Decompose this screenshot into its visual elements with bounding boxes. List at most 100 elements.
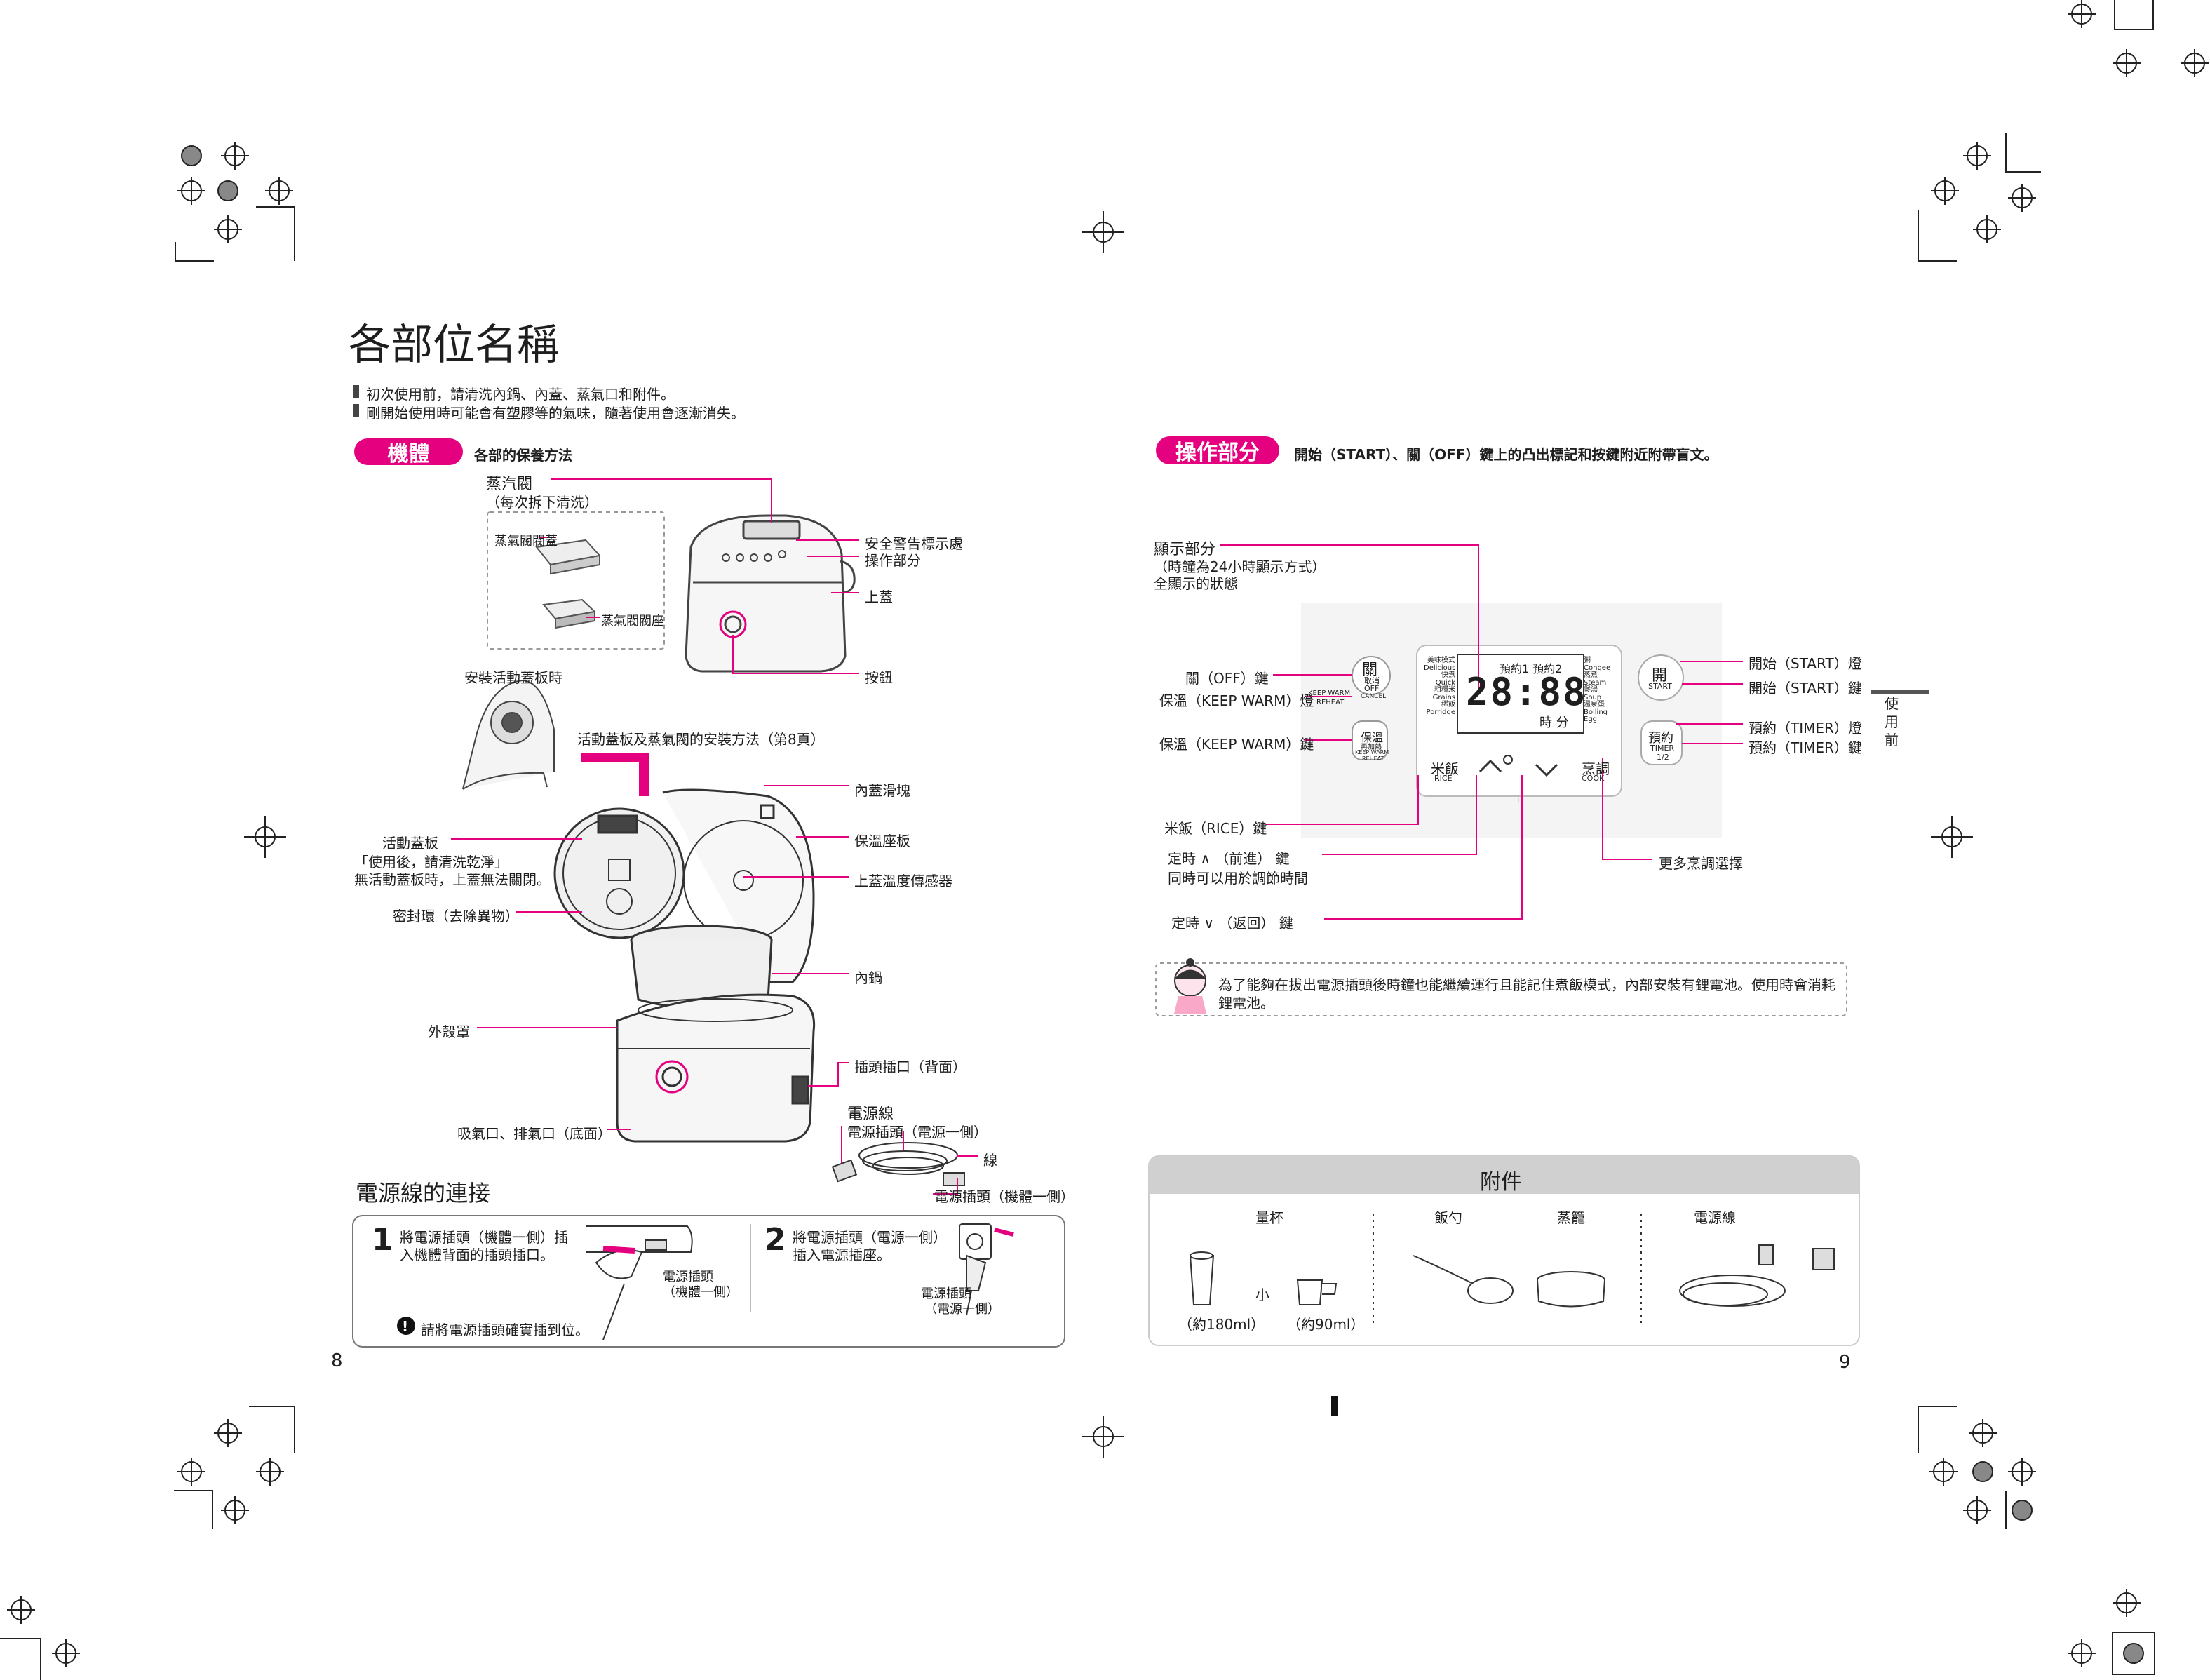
display-note1: （時鐘為24小時顯示方式） xyxy=(1154,558,1326,575)
warning-icon: ! xyxy=(402,1318,409,1335)
ops-subtitle: 開始（START）、關（OFF）鍵上的凸出標記和按鍵附近附帶盲文。 xyxy=(1294,446,1718,463)
crosshair-icon xyxy=(1973,215,2001,243)
power-cord-icon xyxy=(831,1142,965,1186)
step1-number: 1 xyxy=(372,1222,393,1258)
battery-note-1: 為了能夠在拔出電源插頭後時鐘也能繼續運行且能記住煮飯模式，內部安裝有鋰電池。使用… xyxy=(1218,976,1835,993)
panel-cook-button[interactable]: 烹調 xyxy=(1582,760,1610,777)
page-title: 各部位名稱 xyxy=(349,321,559,370)
panel-keepwarm-text: KEEP WARM xyxy=(1308,690,1351,697)
panel-off-button[interactable]: 關 xyxy=(1362,661,1378,679)
measuring-cup-icon xyxy=(1189,1255,1215,1305)
panel-warm-sub2: KEEP WARM xyxy=(1355,749,1389,755)
crosshair-icon xyxy=(2181,49,2209,77)
connection-title: 電源線的連接 xyxy=(356,1180,491,1207)
small-cup-icon xyxy=(1296,1279,1323,1305)
accessory-cup-big: （約180ml） xyxy=(1178,1316,1265,1333)
panel-warm-button[interactable]: 保溫 xyxy=(1361,731,1384,744)
crosshair-icon xyxy=(256,1458,284,1486)
panel-off-sub1: 取消 xyxy=(1364,676,1380,685)
crosshair-icon xyxy=(1963,142,1991,170)
step2-text2: 插入電源插座。 xyxy=(793,1246,891,1263)
panel-timer-button[interactable]: 預約 xyxy=(1648,731,1673,746)
label-movable-plate: 活動蓋板 xyxy=(382,835,438,852)
step1-text2: 入機體背面的插頭插口。 xyxy=(400,1246,554,1263)
label-top-lid: 上蓋 xyxy=(865,589,893,605)
accessory-rice-paddle: 飯勺 xyxy=(1434,1209,1462,1226)
label-off-key: 關（OFF）鍵 xyxy=(1185,670,1269,687)
label-inner-pot: 內鍋 xyxy=(854,969,882,986)
crosshair-icon xyxy=(1931,177,1959,205)
panel-warm-sub: 再加熱 xyxy=(1361,744,1382,751)
crosshair-icon xyxy=(1969,1419,1997,1447)
label-button: 按鈕 xyxy=(865,669,893,686)
crosshair-icon xyxy=(265,177,293,205)
label-movable-plate-note1: 「使用後，請清洗乾淨」 xyxy=(354,854,508,871)
accessory-small-label: 小 xyxy=(1255,1286,1269,1303)
label-install-method: 活動蓋板及蒸氣閥的安裝方法（第8頁） xyxy=(577,731,825,748)
body-subtitle: 各部的保養方法 xyxy=(474,447,572,464)
warning-text: 請將電源插頭確實插到位。 xyxy=(421,1322,589,1338)
crosshair-icon xyxy=(2008,184,2036,212)
rice-paddle-icon xyxy=(1413,1255,1474,1284)
label-valve-cover: 蒸氣閥閥蓋 xyxy=(494,534,558,549)
crosshair-icon xyxy=(214,215,242,243)
label-cord: 線 xyxy=(983,1152,997,1169)
battery-note-2: 鋰電池。 xyxy=(1218,995,1274,1012)
label-inner-lid-slider: 內蓋滑塊 xyxy=(854,782,910,799)
panel-off-sub2: OFF xyxy=(1364,684,1380,693)
accessory-steamer: 蒸籠 xyxy=(1557,1209,1585,1226)
leader-lines-right xyxy=(1220,544,1743,920)
panel-cook-sub: COOK xyxy=(1582,774,1605,783)
label-power-plug-source: 電源插頭（電源一側） xyxy=(847,1124,988,1141)
label-air-vents: 吸氣口、排氣口（底面） xyxy=(457,1125,612,1142)
note-1: 初次使用前，請清洗內鍋、內蓋、蒸氣口和附件。 xyxy=(366,386,675,403)
crosshair-icon xyxy=(2068,1639,2096,1667)
label-outer-case: 外殼罩 xyxy=(428,1023,470,1040)
label-power-cord: 電源線 xyxy=(847,1106,894,1123)
valve-cover-icon xyxy=(535,539,601,575)
label-plug-socket: 插頭插口（背面） xyxy=(854,1059,966,1075)
crosshair-icon xyxy=(7,1596,35,1624)
label-power-plug-body: 電源插頭（機體一側） xyxy=(934,1188,1074,1205)
leader-lines-left xyxy=(451,478,978,1195)
panel-rice-button[interactable]: 米飯 xyxy=(1431,760,1459,777)
crosshair-icon xyxy=(244,816,286,858)
crosshair-icon xyxy=(1963,1496,1991,1524)
accessory-cup-small: （約90ml） xyxy=(1287,1316,1365,1333)
accessory-power-cord: 電源線 xyxy=(1694,1209,1736,1226)
panel-start-button[interactable]: 開 xyxy=(1652,667,1668,685)
crosshair-icon xyxy=(221,142,249,170)
accessory-drawings xyxy=(1189,1244,1835,1308)
crosshair-icon xyxy=(1082,211,1124,253)
label-keepwarm-lamp: 保溫（KEEP WARM）燈 xyxy=(1159,692,1314,709)
install-plate-drawing xyxy=(462,679,555,790)
display-label: 顯示部分 xyxy=(1154,541,1216,558)
page-number-right: 9 xyxy=(1839,1352,1851,1373)
label-valve-seat: 蒸氣閥閥座 xyxy=(601,614,664,629)
panel-digits: 28:88 xyxy=(1466,670,1587,714)
label-forward-key: 定時 ∧ （前進） 鍵 xyxy=(1168,850,1290,867)
power-cord-accessory-icon xyxy=(1679,1275,1786,1307)
accessory-measuring-cup: 量杯 xyxy=(1255,1209,1283,1226)
crosshair-icon xyxy=(177,177,205,205)
panel-timer-sub2: 1/2 xyxy=(1657,753,1669,762)
crosshair-icon xyxy=(1082,1416,1124,1458)
note-2: 剛開始使用時可能會有塑膠等的氣味，隨著使用會逐漸消失。 xyxy=(366,405,745,422)
crosshair-icon xyxy=(2113,49,2141,77)
label-start-lamp: 開始（START）燈 xyxy=(1749,655,1862,672)
label-keepwarm-key: 保溫（KEEP WARM）鍵 xyxy=(1159,736,1314,753)
crosshair-icon xyxy=(1931,816,1973,858)
label-steam-valve: 蒸汽閥 xyxy=(486,476,533,493)
crosshair-icon xyxy=(2113,1589,2141,1617)
valve-seat-icon xyxy=(542,598,597,629)
label-seal-ring: 密封環（去除異物） xyxy=(393,908,519,925)
crosshair-icon xyxy=(52,1639,80,1667)
label-back-key: 定時 ∨ （返回） 鍵 xyxy=(1171,915,1293,932)
side-tab: 使用前 xyxy=(1885,695,1899,748)
panel-reheat-text: REHEAT xyxy=(1316,699,1345,706)
crosshair-icon xyxy=(2008,1458,2036,1486)
label-timer-lamp: 預約（TIMER）燈 xyxy=(1749,720,1862,737)
label-movable-plate-note2: 無活動蓋板時，上蓋無法關閉。 xyxy=(354,871,551,888)
